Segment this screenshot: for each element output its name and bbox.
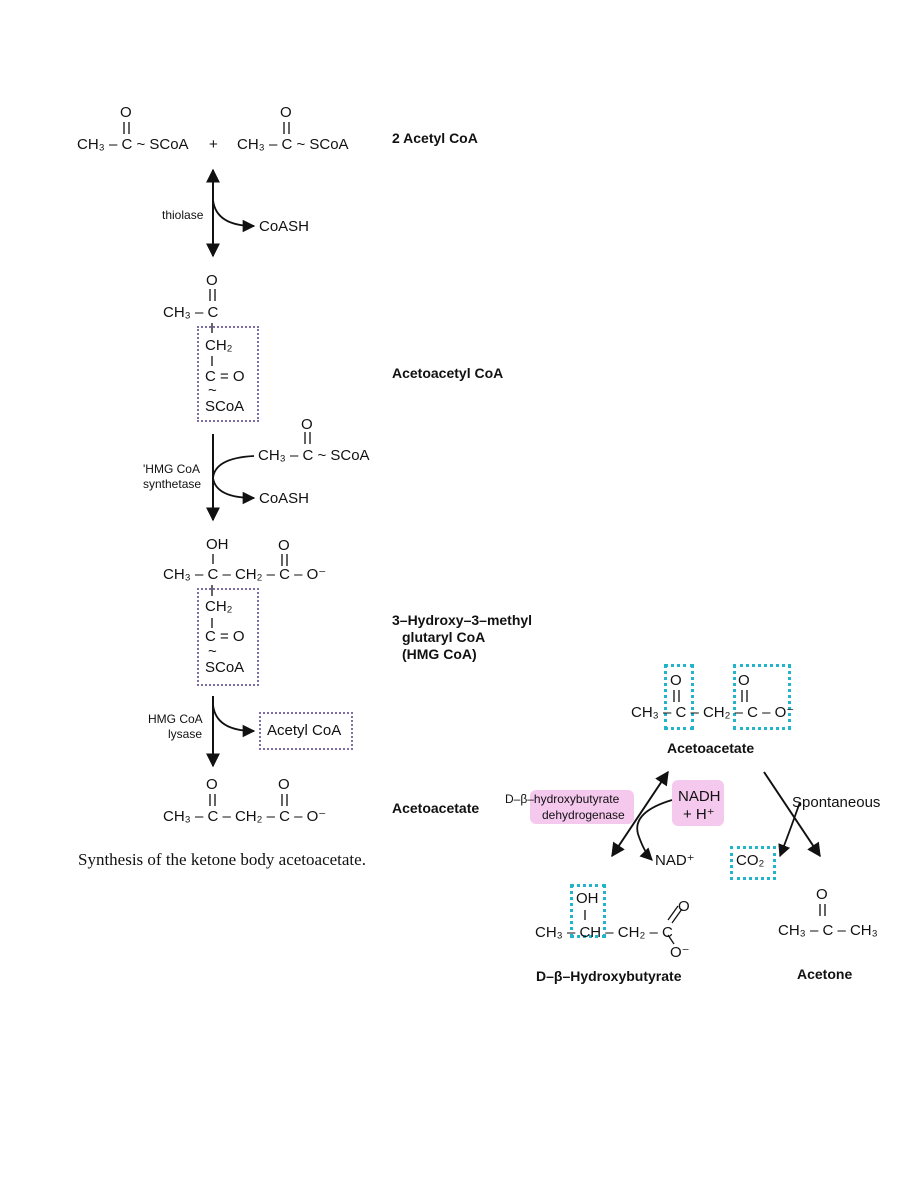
hmg-main-chain: CH₃ – C – CH₂ – C – O⁻: [163, 566, 327, 583]
enzyme-hmg-coa-lysase-line1: HMG CoA: [148, 712, 203, 726]
acetoacetyl-ch3c: CH₃ – C: [163, 304, 219, 321]
acetoacetyl-tilde: ~: [208, 382, 217, 399]
hmg-oh: OH: [206, 536, 229, 553]
label-hmg-line1: 3–Hydroxy–3–methyl: [392, 612, 533, 628]
acetone-oxygen: O: [816, 886, 828, 903]
nadh-line2: + H⁺: [683, 806, 715, 823]
right-acetoacetate-formula: CH₃ – C – CH₂ – C – O⁻: [631, 704, 795, 721]
acetoacetate-left-o2: O: [278, 776, 290, 793]
label-hmg-line2: glutaryl CoA: [402, 629, 486, 645]
acetyl-coa-right-formula: CH₃ – C ~ SCoA: [237, 136, 349, 153]
enzyme-hmg-coa-lysase-line2: lysase: [168, 727, 203, 741]
bhb-formula: CH₃ – CH – CH₂ – C: [535, 924, 673, 941]
label-acetoacetate-right: Acetoacetate: [667, 740, 755, 756]
acetylcoa-release-arrow: [212, 704, 256, 738]
oxygen-left: O: [120, 104, 132, 121]
enzyme-hmg-coa-synthetase-line2: synthetase: [143, 477, 202, 491]
enzyme-hmg-coa-synthetase-line1: 'HMG CoA: [143, 462, 200, 476]
enzyme-highlight: [530, 790, 634, 824]
label-acetoacetate-left: Acetoacetate: [392, 800, 480, 816]
right-acetoacetate-o1: O: [670, 672, 682, 689]
spontaneous-arrow: [763, 771, 821, 858]
dotted-box-hmg: [197, 588, 259, 686]
label-spontaneous: Spontaneous: [792, 794, 881, 811]
right-acetoacetate-o2: O: [738, 672, 750, 689]
acetoacetate-left-formula: CH₃ – C – CH₂ – C – O⁻: [163, 808, 327, 825]
enzyme-bhb-dehydrogenase-line1: D–β–hydroxybutyrate: [505, 792, 620, 806]
nadh-highlight: [672, 780, 724, 826]
hmg-ch2: CH₂: [205, 598, 233, 615]
hmg-ceqo: C = O: [205, 628, 245, 645]
hmg-oxygen: O: [278, 537, 290, 554]
cyan-box-co2: [730, 846, 776, 880]
cyan-box-carboxyl: [733, 664, 791, 730]
label-acetone: Acetone: [797, 966, 853, 982]
acetoacetyl-scoa: SCoA: [205, 398, 245, 415]
acetoacetyl-oxygen: O: [206, 272, 218, 289]
label-d-beta-hydroxybutyrate: D–β–Hydroxybutyrate: [536, 968, 682, 984]
acetoacetyl-ch2: CH₂: [205, 337, 233, 354]
label-acetoacetyl-coa: Acetoacetyl CoA: [392, 365, 504, 381]
label-hmg-line3: (HMG CoA): [402, 646, 477, 662]
co2: CO₂: [736, 852, 765, 869]
plus-sign: +: [209, 136, 218, 153]
enzyme-bhb-dehydrogenase-line2: dehydrogenase: [542, 808, 625, 822]
oxygen-right: O: [280, 104, 292, 121]
nadh-line1: NADH: [678, 788, 721, 805]
step2-substrate-oxygen: O: [301, 416, 313, 433]
dotted-box-acetoacetyl: [197, 326, 259, 422]
coash-release-arrow-2: [212, 477, 256, 505]
label-2-acetyl-coa: 2 Acetyl CoA: [392, 130, 478, 146]
nad-plus: NAD⁺: [655, 852, 695, 869]
bhb-oh: OH: [576, 890, 599, 907]
bhb-o-minus: O⁻: [670, 944, 690, 961]
acetone-formula: CH₃ – C – CH₃: [778, 922, 878, 939]
acetoacetate-left-o1: O: [206, 776, 218, 793]
step2-substrate: CH₃ – C ~ SCoA: [258, 447, 370, 464]
enzyme-thiolase: thiolase: [162, 208, 204, 222]
coash-release-arrow: [212, 199, 256, 233]
dotted-box-acetyl-coa-product: [259, 712, 353, 750]
cyan-box-hydroxyl: [570, 884, 606, 938]
hmg-scoa: SCoA: [205, 659, 245, 676]
coash-2: CoASH: [259, 490, 310, 507]
cyan-box-keto: [664, 664, 694, 730]
acetoacetyl-ceqo: C = O: [205, 368, 245, 385]
nad-arrow: [636, 799, 673, 861]
hmg-tilde: ~: [208, 643, 217, 660]
bhb-oxygen: O: [678, 898, 690, 915]
step3-product: Acetyl CoA: [267, 722, 342, 739]
double-bond-marks: [123, 122, 826, 945]
acetyl-coa-left-formula: CH₃ – C ~ SCoA: [77, 136, 189, 153]
acetylcoa-entry-curve: [212, 455, 255, 479]
co2-release-arrow: [778, 801, 801, 858]
figure-caption: Synthesis of the ketone body acetoacetat…: [78, 850, 366, 869]
coash-1: CoASH: [259, 218, 310, 235]
dehydrogenase-reversible-arrow: [611, 770, 669, 858]
